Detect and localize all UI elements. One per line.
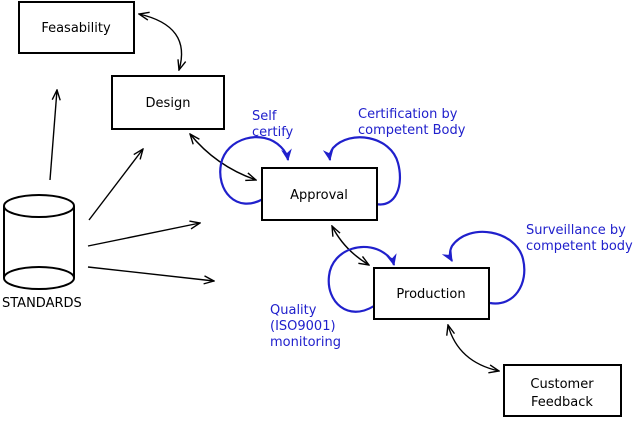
annotation-quality-line2: (ISO9001) (270, 319, 336, 334)
cylinder-top (3, 194, 75, 218)
node-approval: Approval (261, 167, 378, 221)
node-production: Production (373, 267, 490, 320)
standards-label: STANDARDS (2, 296, 82, 311)
node-design-label: Design (146, 96, 191, 111)
node-customer-feedback-label-line2: Feedback (531, 395, 593, 410)
annotation-certification-line1: Certification by (358, 107, 458, 122)
annotation-quality: Quality (ISO9001) monitoring (270, 303, 341, 350)
cylinder-bottom (3, 266, 75, 290)
node-customer-feedback: Customer Feedback (503, 364, 622, 417)
arrow-standards-to-production (87, 266, 214, 281)
arrow-approval-production (332, 226, 369, 265)
node-customer-feedback-box (503, 364, 622, 417)
loop-certification (322, 136, 402, 206)
node-feasability-label: Feasability (41, 21, 111, 36)
arrow-production-customer-feedback (448, 325, 499, 371)
arrow-standards-to-design (88, 149, 143, 221)
arrow-standards-to-feasability (49, 90, 57, 181)
annotation-quality-line1: Quality (270, 303, 317, 318)
annotation-surveillance: Surveillance by competent body (526, 223, 633, 254)
annotation-quality-line3: monitoring (270, 335, 341, 350)
node-production-box (373, 267, 490, 320)
loop-quality (327, 245, 397, 313)
arrow-feasability-design (139, 14, 182, 70)
arrow-standards-to-approval (87, 223, 200, 247)
annotation-self-certify-line2: certify (252, 125, 294, 140)
annotation-surveillance-line1: Surveillance by (526, 223, 626, 238)
node-customer-feedback-label-line1: Customer (530, 377, 594, 392)
node-approval-box (261, 167, 378, 221)
node-production-label: Production (396, 287, 465, 302)
standards-cylinder (3, 194, 75, 290)
annotation-self-certify: Self certify (252, 109, 294, 140)
arrow-design-approval (190, 134, 256, 180)
annotation-surveillance-line2: competent body (526, 239, 633, 254)
node-approval-label: Approval (290, 188, 348, 203)
loop-surveillance (441, 230, 526, 305)
node-feasability-box (18, 1, 135, 54)
annotation-certification: Certification by competent Body (358, 107, 466, 138)
loop-self-certify (219, 136, 292, 205)
annotation-self-certify-line1: Self (252, 109, 277, 124)
node-design-box (111, 75, 225, 130)
node-feasability: Feasability (18, 1, 135, 54)
node-design: Design (111, 75, 225, 130)
annotation-certification-line2: competent Body (358, 123, 466, 138)
